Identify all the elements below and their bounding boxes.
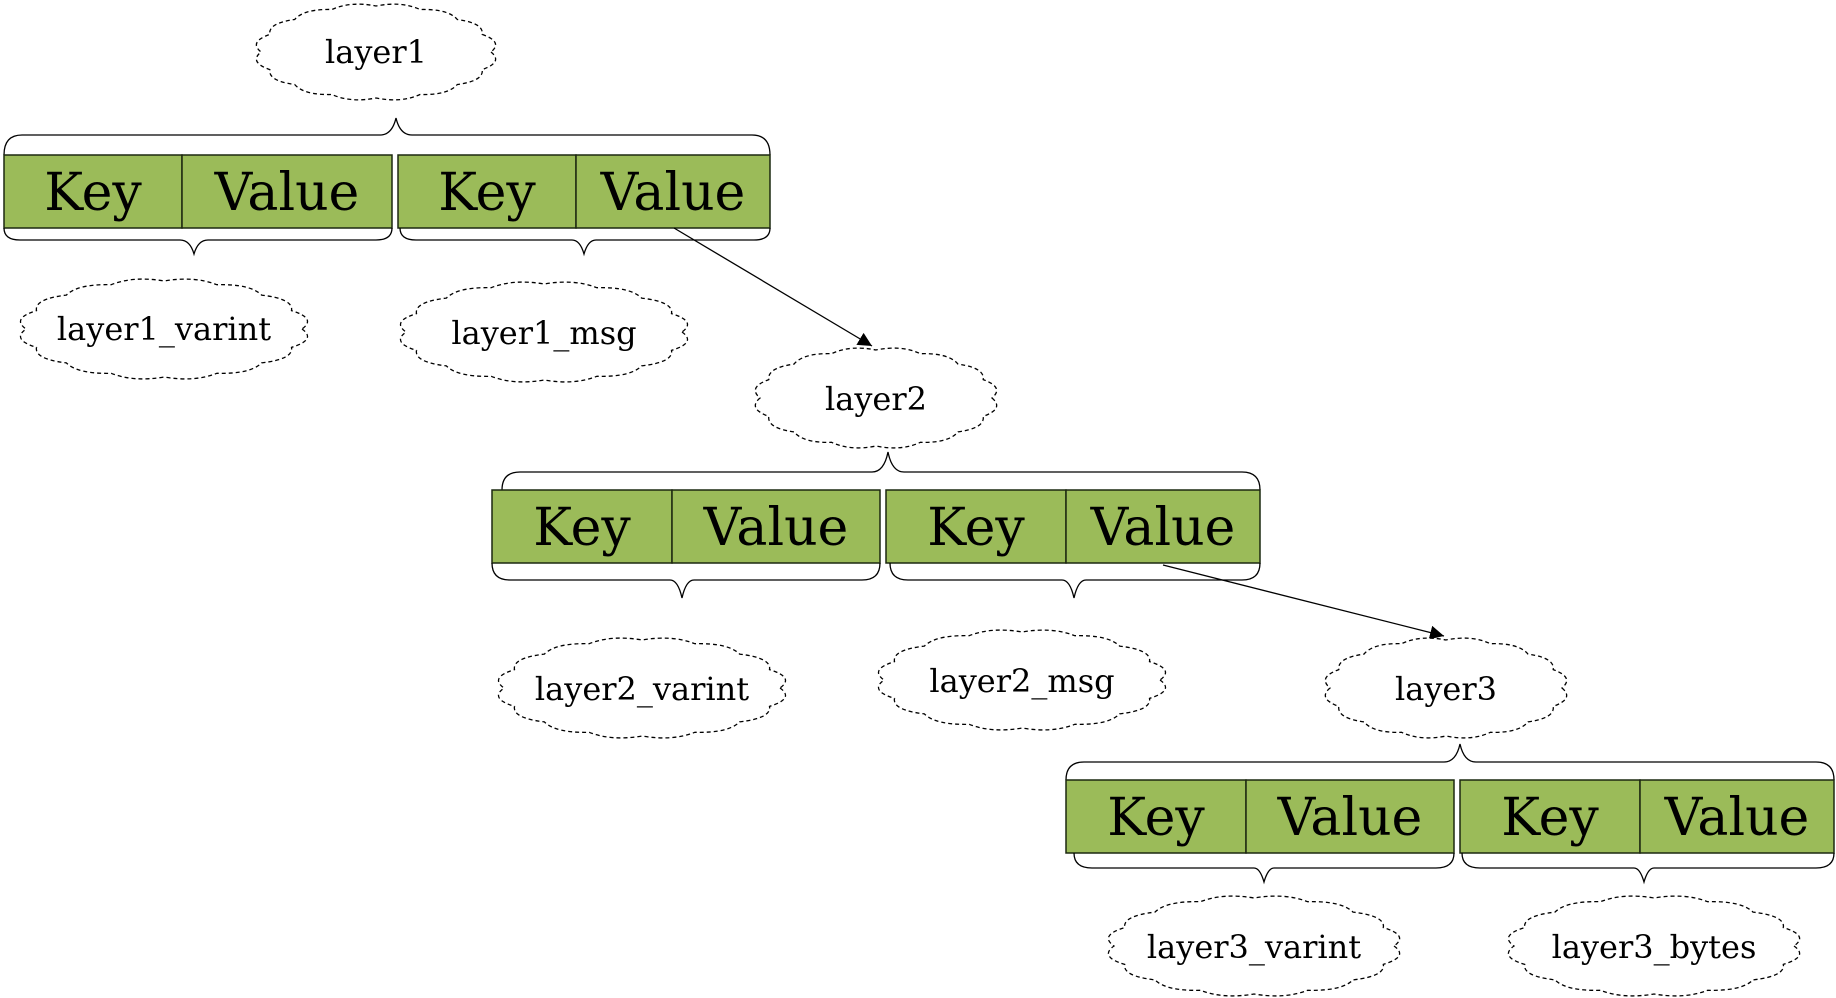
cloud-shape (399, 281, 689, 383)
layer1-pair-1: Key Value (3, 154, 393, 257)
key-cell (885, 489, 1067, 564)
cloud-label: layer1_msg (451, 314, 636, 352)
key-cell (397, 154, 577, 229)
cloud-label: layer1 (325, 33, 427, 71)
layer3-pair-2-brace (1461, 852, 1835, 885)
layer1-pair-1-brace (3, 227, 393, 257)
cloud-layer2-msg: layer2_msg (877, 629, 1167, 731)
value-cell (1639, 779, 1835, 854)
layer2-pair-1: Key Value (491, 489, 881, 599)
layer2-pair-2: Key Value (885, 489, 1261, 599)
cloud-label: layer3_bytes (1552, 928, 1757, 966)
key-label: Key (927, 498, 1025, 558)
cloud-layer1-varint: layer1_varint (19, 278, 309, 380)
key-cell (491, 489, 673, 564)
key-label: Key (44, 163, 142, 223)
layer2-pair-1-brace (491, 562, 881, 599)
layer3-group: Key Value Key Value (1065, 743, 1835, 885)
value-label: Value (214, 163, 360, 223)
value-label: Value (1277, 788, 1423, 848)
layer2-top-brace (501, 451, 1261, 491)
cloud-shape (1107, 895, 1401, 997)
cloud-shape (877, 629, 1167, 731)
key-label: Key (438, 163, 536, 223)
cloud-label: layer3_varint (1147, 928, 1361, 966)
key-cell (1065, 779, 1247, 854)
cloud-layer3: layer3 (1324, 637, 1568, 739)
cloud-shape (1324, 637, 1568, 739)
cloud-label: layer1_varint (57, 310, 271, 348)
cloud-layer3-bytes: layer3_bytes (1507, 895, 1801, 997)
layer3-pair-1: Key Value (1065, 779, 1455, 885)
cloud-shape (19, 278, 309, 380)
cloud-shape (1507, 895, 1801, 997)
cloud-label: layer2_varint (535, 670, 749, 708)
cloud-layer2-varint: layer2_varint (497, 637, 787, 739)
cloud-layer3-varint: layer3_varint (1107, 895, 1401, 997)
cloud-label: layer2_msg (929, 662, 1114, 700)
value-label: Value (600, 163, 746, 223)
cloud-shape (754, 347, 998, 449)
value-label: Value (1664, 788, 1810, 848)
layer1-pair-2: Key Value (397, 154, 771, 257)
cloud-label: layer2 (825, 380, 927, 418)
cloud-shape (255, 3, 497, 101)
key-label: Key (533, 498, 631, 558)
cloud-label: layer3 (1395, 670, 1497, 708)
cloud-layer1-msg: layer1_msg (399, 281, 689, 383)
layer2-pair-2-brace (889, 562, 1261, 599)
layer1-group: Key Value Key Value (3, 117, 771, 257)
value-label: Value (1090, 498, 1236, 558)
key-label: Key (1107, 788, 1205, 848)
value-label: Value (703, 498, 849, 558)
value-cell (1245, 779, 1455, 854)
value-cell (575, 154, 771, 229)
arrow-layer1-value-to-layer2 (673, 227, 873, 347)
layer3-top-brace (1065, 743, 1835, 781)
layer1-top-brace (3, 117, 771, 156)
value-cell (181, 154, 393, 229)
cloud-layer2: layer2 (754, 347, 998, 449)
layer3-pair-2: Key Value (1459, 779, 1835, 885)
cloud-layer1: layer1 (255, 3, 497, 101)
value-cell (1065, 489, 1261, 564)
value-cell (671, 489, 881, 564)
arrow-layer2-value-to-layer3 (1162, 564, 1445, 640)
layer2-group: Key Value Key Value (491, 451, 1261, 599)
layer3-pair-1-brace (1073, 852, 1455, 885)
layer1-pair-2-brace (399, 227, 771, 257)
key-cell (3, 154, 183, 229)
key-label: Key (1501, 788, 1599, 848)
cloud-shape (497, 637, 787, 739)
